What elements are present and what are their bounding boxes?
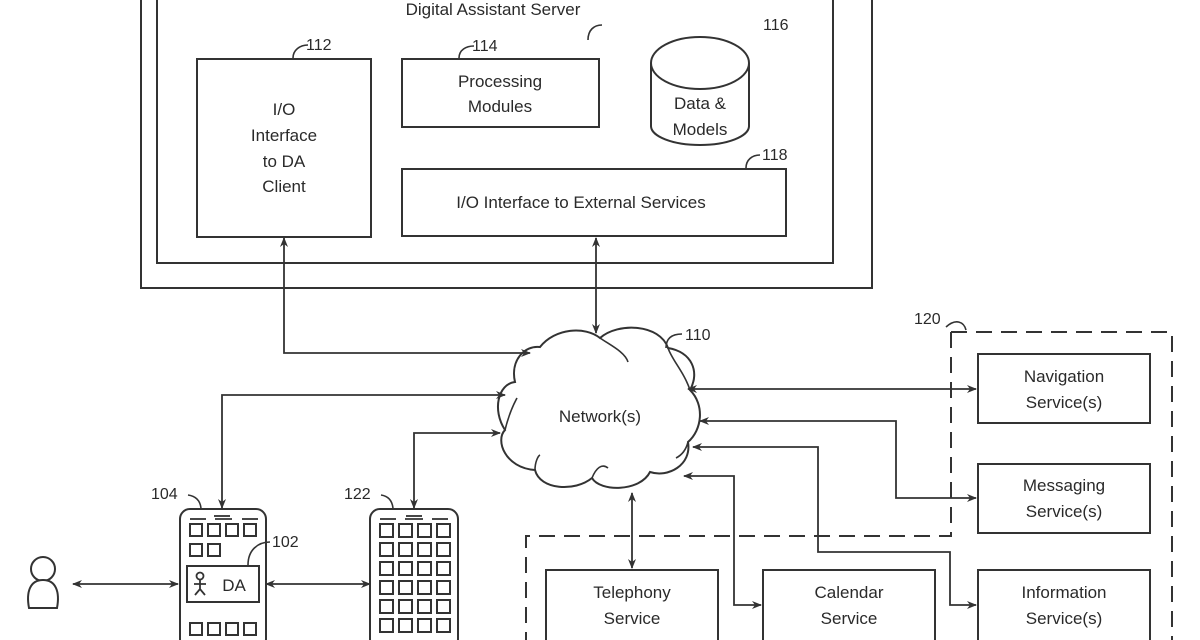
svg-text:Service(s): Service(s) bbox=[1026, 609, 1103, 628]
svg-text:Calendar: Calendar bbox=[815, 583, 884, 602]
link-client-io-network bbox=[280, 237, 531, 357]
device-122: 122 bbox=[344, 486, 459, 640]
network-label: Network(s) bbox=[559, 407, 641, 426]
svg-text:Service: Service bbox=[604, 609, 661, 628]
app-tile bbox=[417, 561, 432, 576]
app-tile bbox=[436, 523, 451, 538]
link-network-calendar bbox=[683, 472, 762, 609]
svg-text:Client: Client bbox=[262, 177, 306, 196]
link-device122-network bbox=[410, 429, 501, 509]
svg-text:Navigation: Navigation bbox=[1024, 367, 1104, 386]
app-tile bbox=[398, 561, 413, 576]
app-tile bbox=[436, 542, 451, 557]
ref-102: 102 bbox=[272, 534, 299, 551]
ref-118: 118 bbox=[762, 147, 788, 164]
link-network-messaging bbox=[699, 417, 977, 502]
app-tile bbox=[398, 618, 413, 633]
navigation-service: Navigation Service(s) bbox=[977, 353, 1151, 424]
app-tile bbox=[436, 580, 451, 595]
app-tile bbox=[379, 561, 394, 576]
da-client: DA 102 bbox=[186, 534, 299, 603]
app-tile bbox=[398, 542, 413, 557]
svg-text:I/O: I/O bbox=[273, 100, 296, 119]
network-cloud: Network(s) 110 bbox=[497, 326, 711, 489]
app-tile bbox=[379, 542, 394, 557]
ref-110: 110 bbox=[685, 327, 711, 344]
user-device-104: DA 102 104 bbox=[151, 486, 299, 640]
app-tile bbox=[417, 599, 432, 614]
assistant-icon bbox=[194, 571, 206, 596]
app-tile bbox=[379, 523, 394, 538]
app-tile bbox=[379, 618, 394, 633]
ref-104: 104 bbox=[151, 486, 178, 503]
telephony-service: Telephony Service bbox=[545, 569, 719, 640]
app-tile bbox=[417, 523, 432, 538]
svg-text:Data &: Data & bbox=[674, 94, 727, 113]
app-tile bbox=[398, 580, 413, 595]
ref-116: 116 bbox=[763, 17, 789, 34]
server-title: Digital Assistant Server bbox=[406, 0, 581, 19]
svg-text:Processing: Processing bbox=[458, 72, 542, 91]
svg-text:Interface: Interface bbox=[251, 126, 317, 145]
app-tile bbox=[417, 618, 432, 633]
app-tile bbox=[436, 618, 451, 633]
svg-text:Telephony: Telephony bbox=[593, 583, 671, 602]
data-models-store: Data & Models 116 bbox=[587, 17, 789, 146]
svg-text:Service(s): Service(s) bbox=[1026, 502, 1103, 521]
io-interface-da-client: I/O Interface to DA Client 112 bbox=[196, 37, 372, 238]
svg-text:Modules: Modules bbox=[468, 97, 532, 116]
information-service: Information Service(s) bbox=[977, 569, 1151, 640]
app-grid bbox=[379, 523, 451, 633]
ref-112: 112 bbox=[306, 37, 332, 54]
svg-text:Service: Service bbox=[821, 609, 878, 628]
user-icon bbox=[27, 556, 59, 609]
app-tile bbox=[436, 561, 451, 576]
link-device104-network bbox=[218, 391, 506, 509]
link-network-information bbox=[692, 443, 977, 609]
svg-text:I/O Interface to External Serv: I/O Interface to External Services bbox=[456, 193, 705, 212]
app-tile bbox=[398, 599, 413, 614]
svg-text:to DA: to DA bbox=[263, 152, 306, 171]
ref-122: 122 bbox=[344, 486, 371, 503]
processing-modules: Processing Modules 114 bbox=[401, 38, 600, 128]
app-tile bbox=[436, 599, 451, 614]
svg-text:Service(s): Service(s) bbox=[1026, 393, 1103, 412]
app-tile bbox=[398, 523, 413, 538]
ref-120: 120 bbox=[914, 311, 941, 328]
messaging-service: Messaging Service(s) bbox=[977, 463, 1151, 534]
svg-text:DA: DA bbox=[222, 576, 246, 595]
svg-text:Messaging: Messaging bbox=[1023, 476, 1105, 495]
app-tile bbox=[417, 580, 432, 595]
app-tile bbox=[417, 542, 432, 557]
svg-text:Models: Models bbox=[673, 120, 728, 139]
io-interface-external-services: I/O Interface to External Services 118 bbox=[401, 147, 788, 237]
ref-114: 114 bbox=[472, 38, 498, 55]
app-tile bbox=[379, 580, 394, 595]
app-tile bbox=[379, 599, 394, 614]
connectors bbox=[72, 237, 977, 609]
calendar-service: Calendar Service bbox=[762, 569, 936, 640]
app-grid bbox=[189, 523, 257, 636]
svg-text:Information: Information bbox=[1021, 583, 1106, 602]
